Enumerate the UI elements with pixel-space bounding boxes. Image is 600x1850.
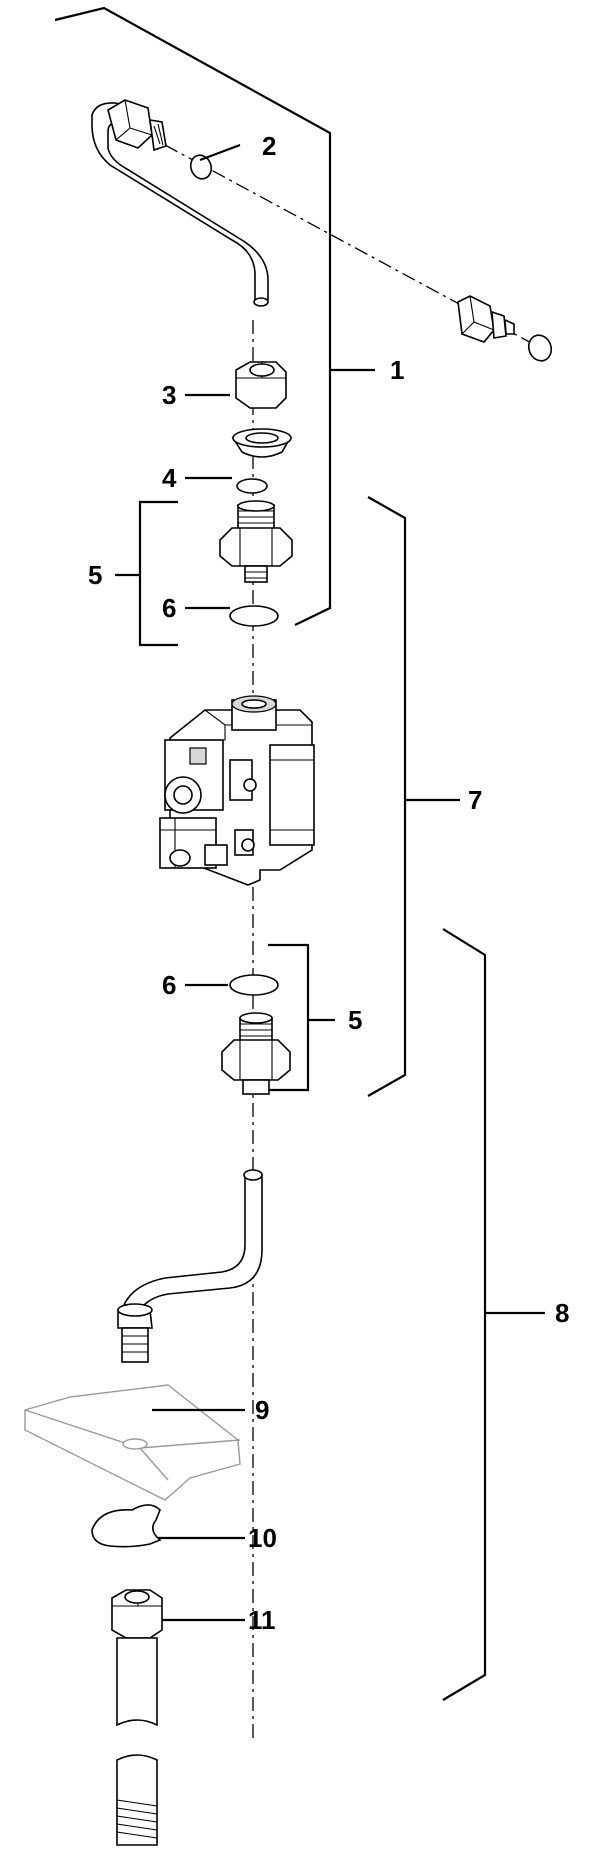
callout-6-bottom: 6: [162, 970, 176, 1000]
compression-ferrule: [231, 428, 292, 458]
bracket-group-7: [367, 496, 460, 1097]
callout-7: 7: [468, 785, 482, 815]
callout-10: 10: [248, 1523, 277, 1553]
bracket-group-5-bottom: [268, 943, 335, 1092]
clip-10: [91, 1504, 162, 1548]
o-ring-2: [189, 154, 213, 180]
nut-11-with-pipe: [111, 1589, 163, 1846]
mounting-plate: [24, 1384, 241, 1501]
o-ring-4: [236, 478, 268, 494]
callout-labels: 1 2 3 4 5 6 7 6 5 8 9 10 11: [88, 131, 569, 1635]
callout-8: 8: [555, 1298, 569, 1328]
bracket-group-8: [442, 928, 545, 1701]
o-ring-6-bottom: [229, 974, 279, 996]
callout-5-bottom: 5: [348, 1005, 362, 1035]
assembly-axis: [164, 144, 536, 1740]
adapter-5-top: [219, 500, 293, 583]
leader-lines: [152, 143, 245, 1622]
callout-3: 3: [162, 380, 176, 410]
callout-5-top: 5: [88, 560, 102, 590]
bracket-group-5-top: [115, 500, 178, 647]
callout-6-top: 6: [162, 593, 176, 623]
gas-valve-body: [159, 695, 315, 886]
adapter-5-bottom: [221, 1012, 291, 1095]
callout-1: 1: [390, 355, 404, 385]
hex-nut-3: [235, 361, 287, 409]
o-ring-6-top: [229, 605, 279, 627]
callout-4: 4: [162, 463, 177, 493]
inlet-fitting-right: [457, 295, 553, 362]
callout-2: 2: [262, 131, 276, 161]
lower-gas-pipe: [117, 1169, 263, 1363]
callout-11: 11: [248, 1605, 276, 1635]
upper-gas-pipe: [91, 99, 269, 307]
callout-9: 9: [255, 1395, 269, 1425]
bracket-group-1: [54, 6, 375, 626]
